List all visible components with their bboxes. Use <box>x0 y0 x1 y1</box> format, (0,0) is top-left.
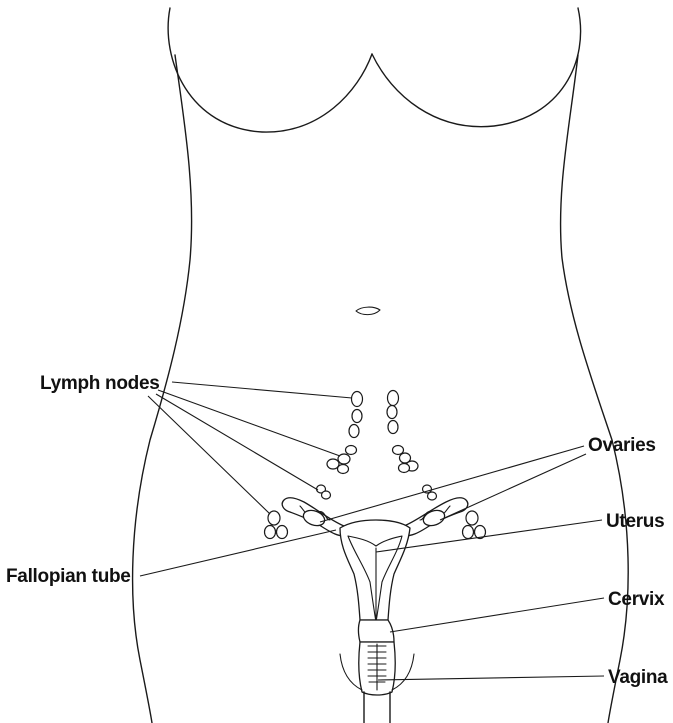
lymph-node <box>277 526 288 539</box>
lymph-node <box>393 446 404 455</box>
right-breast <box>372 8 581 127</box>
cervix <box>359 620 395 642</box>
lymph-node <box>463 526 474 539</box>
leader-line-lymph-nodes <box>158 390 340 456</box>
right-body-side <box>561 55 629 723</box>
leader-line-ovaries <box>440 454 586 520</box>
label-ovaries: Ovaries <box>588 435 656 456</box>
left-breast <box>168 8 372 132</box>
lymph-node <box>346 446 357 455</box>
leader-line-cervix <box>390 598 604 632</box>
leader-line-lymph-nodes <box>156 394 318 490</box>
label-uterus: Uterus <box>606 511 664 532</box>
label-vagina: Vagina <box>608 667 668 688</box>
lymph-node-group <box>265 391 486 539</box>
lymph-node <box>352 410 362 423</box>
lymph-node <box>265 526 276 539</box>
label-lymph-nodes: Lymph nodes <box>40 373 160 394</box>
lymph-node <box>388 391 399 406</box>
lymph-node <box>466 511 478 525</box>
lymph-node <box>349 425 359 438</box>
leader-line-lymph-nodes <box>148 396 270 514</box>
label-cervix: Cervix <box>608 589 665 610</box>
leader-line-vagina <box>378 676 604 680</box>
lymph-node <box>399 464 410 473</box>
lymph-node <box>338 465 349 474</box>
lymph-node <box>428 492 437 500</box>
reproductive-organs <box>282 498 468 723</box>
leader-line-fallopian-tube <box>140 530 336 576</box>
lymph-node <box>322 491 331 499</box>
label-fallopian-tube: Fallopian tube <box>6 566 131 587</box>
lymph-node <box>352 392 363 407</box>
uterus <box>340 520 410 620</box>
navel <box>356 307 380 315</box>
lymph-node <box>388 421 398 434</box>
leader-line-lymph-nodes <box>172 382 352 398</box>
lymph-node <box>387 406 397 419</box>
